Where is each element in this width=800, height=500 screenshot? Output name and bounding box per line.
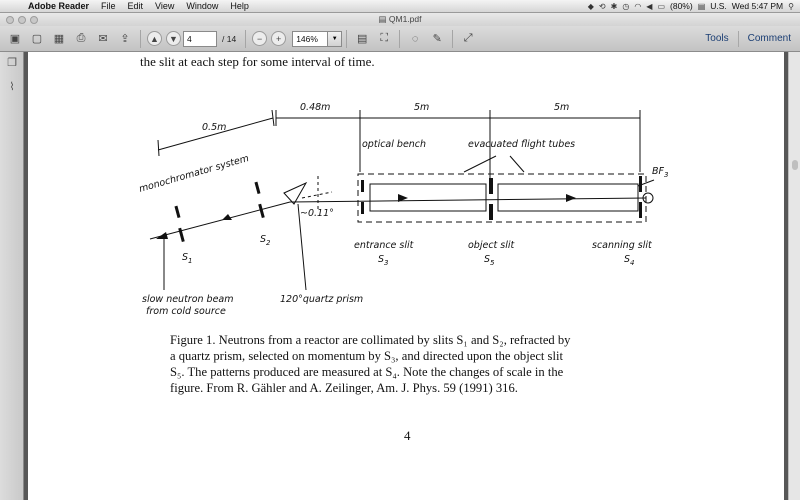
- fit-width-icon[interactable]: ⛶: [380, 32, 389, 44]
- comment-bubble-icon[interactable]: ◌: [411, 32, 419, 45]
- zoom-out-button[interactable]: −: [252, 31, 268, 46]
- window-title-text: QM1.pdf: [388, 14, 422, 24]
- toolbar-divider: [140, 29, 141, 48]
- zoom-window-button[interactable]: [30, 15, 38, 24]
- toolbar-divider: [399, 29, 401, 48]
- input-source[interactable]: U.S.: [710, 1, 727, 11]
- task-pane-links: Tools Comment: [696, 26, 800, 51]
- page-thumbnails-icon[interactable]: ❐: [7, 57, 17, 69]
- window-controls: [0, 15, 38, 24]
- toolbar-divider: [737, 30, 739, 47]
- next-page-button[interactable]: ▼: [166, 31, 181, 46]
- label-s4: S4: [624, 254, 635, 267]
- label-s3: S3: [378, 254, 389, 267]
- page-top-text: the slit at each step for some interval …: [140, 54, 375, 69]
- label-bf3: BF3: [652, 166, 668, 179]
- full-screen-icon[interactable]: ⤢: [463, 32, 473, 44]
- clock[interactable]: Wed 5:47 PM: [731, 1, 784, 11]
- document-view[interactable]: the slit at each step for some interval …: [24, 52, 788, 500]
- caption-line: figure. From R. Gähler and A. Zeilinger,…: [170, 381, 518, 395]
- open-file-icon[interactable]: ▢: [31, 33, 43, 45]
- pdf-page: the slit at each step for some interval …: [28, 52, 784, 500]
- window-title-bar: ▤ QM1.pdf: [0, 13, 800, 26]
- toolbar-divider: [346, 29, 348, 48]
- neutron-interferometer-figure: 0.5m 0.48m 5m 5m optical bench evacuated…: [138, 102, 669, 317]
- email-icon[interactable]: ✉: [98, 33, 108, 45]
- page-number: 4: [404, 428, 411, 443]
- menu-bar: Adobe Reader File Edit View Window Help …: [0, 0, 800, 13]
- label-entrance-slit: entrance slit: [354, 240, 415, 251]
- label-angle: ~0.11°: [300, 208, 334, 219]
- toolbar: ▣ ▢ ▦ ⎙ ✉ ⇪ ▲ ▼ 4 / 14 − + 146% ▼ ▤ ⛶ ◌ …: [0, 26, 800, 52]
- page-total-label: / 14: [222, 33, 237, 44]
- label-scanning-slit: scanning slit: [592, 240, 653, 251]
- window-title: ▤ QM1.pdf: [0, 14, 800, 25]
- zoom-level-input[interactable]: 146%: [292, 30, 329, 47]
- label-monochromator: monochromator system: [138, 153, 250, 195]
- previous-page-button[interactable]: ▲: [147, 31, 162, 46]
- label-beam-line1: slow neutron beam: [142, 294, 234, 305]
- caption-line: Figure 1. Neutrons from a reactor are co…: [170, 333, 571, 347]
- status-menus: ◆ ⟲ ✱ ◷ ◠ ◀ ▭ (80%) ▤ U.S. Wed 5:47 PM ⚲: [588, 1, 800, 11]
- save-icon[interactable]: ▦: [53, 33, 65, 45]
- menu-file[interactable]: File: [101, 1, 116, 11]
- comment-pane-button[interactable]: Comment: [747, 33, 791, 44]
- print-icon[interactable]: ⎙: [76, 32, 86, 44]
- label-object-slit: object slit: [468, 240, 516, 251]
- close-window-button[interactable]: [6, 15, 14, 24]
- menu-edit[interactable]: Edit: [127, 1, 144, 11]
- label-s5: S5: [484, 254, 495, 267]
- menu-window[interactable]: Window: [186, 1, 219, 11]
- battery-percent: (80%): [670, 1, 693, 11]
- highlight-icon[interactable]: ✎: [432, 33, 442, 45]
- page-number-input[interactable]: 4: [183, 30, 217, 47]
- create-pdf-icon[interactable]: ▣: [9, 33, 21, 45]
- label-flight-tubes: evacuated flight tubes: [468, 139, 575, 150]
- caption-line: a quartz prism, selected on momentum by …: [170, 349, 563, 363]
- label-s1: S1: [182, 252, 193, 265]
- minimize-window-button[interactable]: [18, 15, 26, 24]
- dimension-label-5m-a: 5m: [414, 102, 429, 113]
- time-machine-icon[interactable]: ◷: [622, 1, 630, 11]
- label-optical-bench: optical bench: [362, 139, 426, 150]
- label-quartz-prism: 120°quartz prism: [280, 294, 363, 305]
- bluetooth-icon[interactable]: ✱: [610, 1, 618, 11]
- battery-icon[interactable]: ▭: [657, 1, 666, 11]
- dimension-label-5m-b: 5m: [554, 102, 569, 113]
- zoom-in-button[interactable]: +: [271, 31, 287, 46]
- share-icon[interactable]: ⇪: [120, 33, 130, 45]
- dropbox-icon[interactable]: ◆: [587, 1, 594, 11]
- label-s2: S2: [260, 234, 271, 247]
- menu-help[interactable]: Help: [230, 1, 249, 11]
- zoom-dropdown-chevron-icon[interactable]: ▼: [328, 30, 343, 47]
- pdf-file-icon: ▤: [378, 14, 387, 24]
- vertical-scrollbar[interactable]: [788, 52, 800, 500]
- volume-icon[interactable]: ◀: [646, 1, 653, 11]
- dimension-label-0-48m: 0.48m: [300, 102, 330, 113]
- caption-line: S₅. The patterns produced are measured a…: [170, 365, 564, 379]
- fit-page-icon[interactable]: ▤: [356, 33, 368, 45]
- navigation-pane: ❐ ⌇: [0, 52, 24, 500]
- menu-view[interactable]: View: [155, 1, 175, 11]
- label-beam-line2: from cold source: [146, 306, 226, 317]
- wifi-icon[interactable]: ◠: [634, 1, 642, 11]
- flag-icon[interactable]: ▤: [697, 1, 706, 11]
- toolbar-divider: [452, 29, 454, 48]
- figure-caption: Figure 1. Neutrons from a reactor are co…: [170, 332, 656, 396]
- toolbar-divider: [245, 29, 247, 48]
- scrollbar-thumb[interactable]: [792, 160, 798, 170]
- sync-icon[interactable]: ⟲: [598, 1, 606, 11]
- spotlight-search-icon[interactable]: ⚲: [788, 1, 794, 11]
- dimension-label-0-5m: 0.5m: [202, 122, 226, 133]
- tools-pane-button[interactable]: Tools: [705, 33, 729, 44]
- menu-app-name[interactable]: Adobe Reader: [28, 1, 90, 11]
- attachments-paperclip-icon[interactable]: ⌇: [9, 81, 15, 93]
